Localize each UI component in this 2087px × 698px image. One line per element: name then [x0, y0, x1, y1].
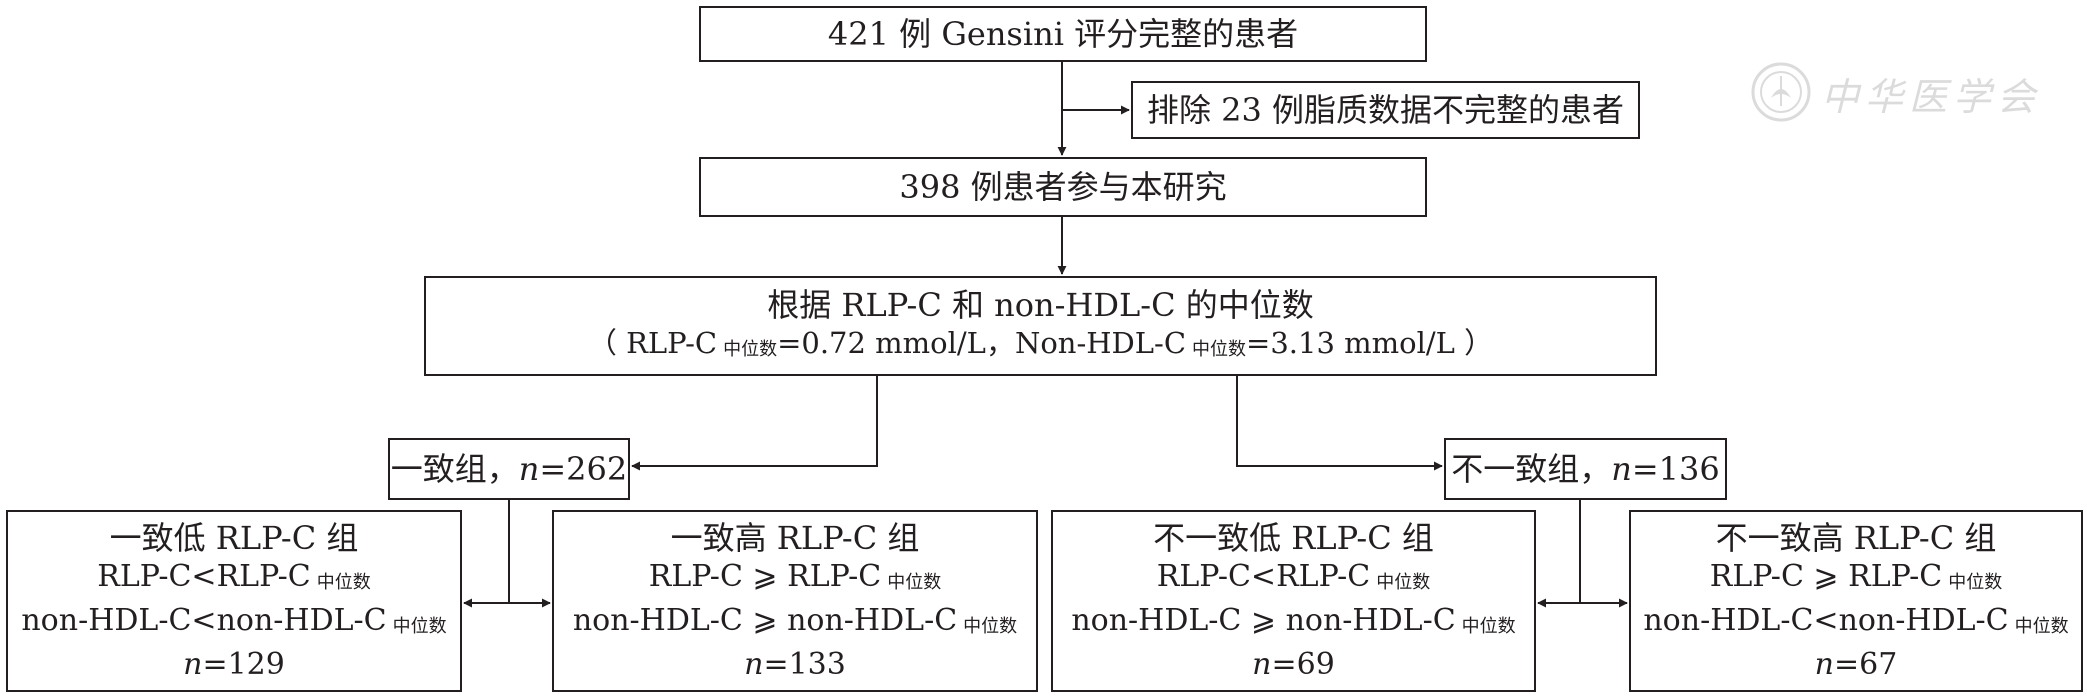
box-excluded-patients: 排除 23 例脂质数据不完整的患者: [1131, 81, 1640, 139]
subgroup-title: 一致低 RLP-C 组: [109, 519, 359, 557]
box-study-patients: 398 例患者参与本研究: [699, 157, 1427, 217]
study-text: 398 例患者参与本研究: [899, 168, 1227, 206]
society-seal-icon: [1751, 62, 1811, 122]
total-count: 421: [827, 15, 889, 53]
watermark: 中华医学会: [1743, 58, 2043, 128]
grouping-line1: 根据 RLP-C 和 non-HDL-C 的中位数: [767, 285, 1314, 324]
total-text: 例 Gensini 评分完整的患者: [888, 15, 1299, 53]
subgroup-title: 不一致低 RLP-C 组: [1153, 519, 1434, 557]
box-discordant-group: 不一致组，n=136: [1444, 438, 1727, 500]
watermark-text: 中华医学会: [1821, 75, 2042, 119]
arrow-to-discordant: [1236, 376, 1443, 471]
excluded-text: 排除 23 例脂质数据不完整的患者: [1146, 91, 1625, 129]
box-total-patients: 421 例 Gensini 评分完整的患者: [699, 6, 1427, 62]
arrow-to-concordant: [631, 376, 878, 471]
subgroup-title: 一致高 RLP-C 组: [670, 519, 920, 557]
subgroup-title: 不一致高 RLP-C 组: [1715, 519, 1997, 557]
box-concordant-group: 一致组，n=262: [388, 438, 630, 500]
